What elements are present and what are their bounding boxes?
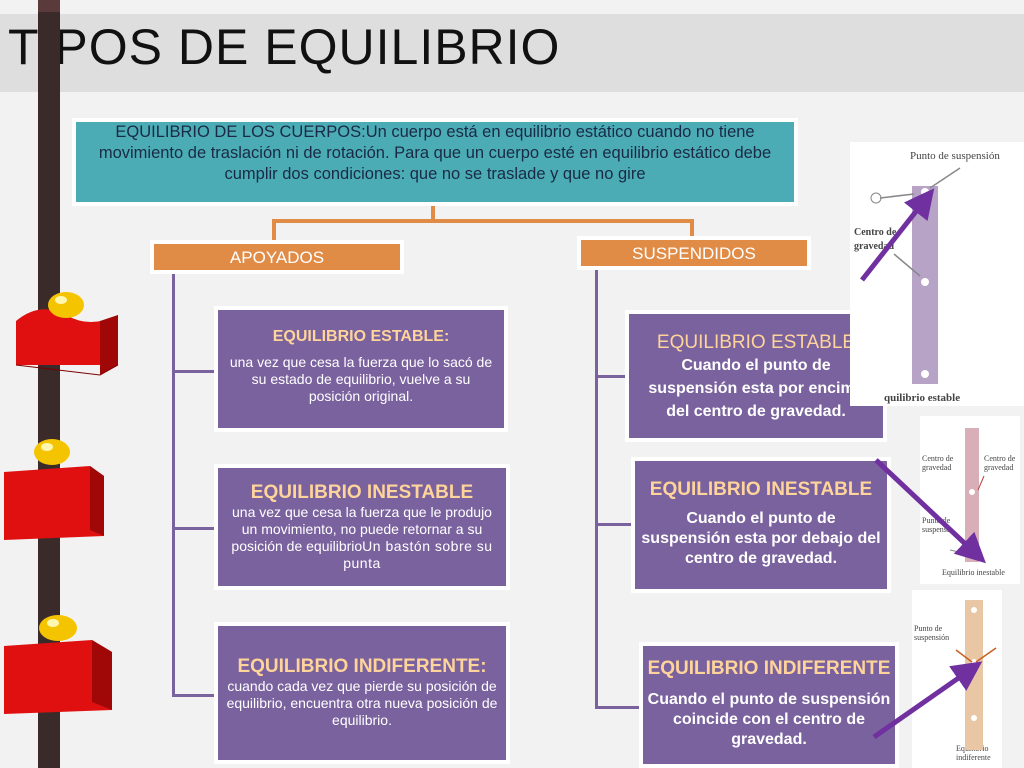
root-node-label: EQUILIBRIO DE LOS CUERPOS: <box>115 123 366 141</box>
title-bar <box>0 14 1024 92</box>
node-heading: EQUILIBRIO ESTABLE <box>656 332 856 353</box>
node-text: una vez que cesa la fuerza que lo sacó d… <box>229 354 493 404</box>
image-indifferent-equilibrium: Punto de suspensión Equilibrio indiferen… <box>912 590 1002 768</box>
node-text: cuando cada vez que pierde su posición d… <box>226 678 498 728</box>
unstable-bar-drawing <box>949 428 985 562</box>
node-suspendidos-indiferente: EQUILIBRIO INDIFERENTE Cuando el punto d… <box>639 642 899 768</box>
node-text: Cuando el punto de suspensión coincide c… <box>647 691 891 748</box>
stable-label-suspension: Punto de suspensión <box>910 150 1000 162</box>
left-branch-1 <box>172 370 216 373</box>
connector-to-apoyados <box>272 219 276 241</box>
connector-to-suspendidos <box>690 219 694 237</box>
category-apoyados: APOYADOS <box>150 240 404 274</box>
node-text-extra: Un bastón sobre su punta <box>343 538 493 571</box>
connector-root-horizontal <box>272 219 694 223</box>
stable-caption: quilibrio estable <box>884 392 961 404</box>
indifferent-cube-illustration <box>4 615 112 714</box>
image-stable-equilibrium: Punto de suspensión Centro de gravedad q… <box>850 142 1024 406</box>
node-apoyados-inestable: EQUILIBRIO INESTABLE una vez que cesa la… <box>214 464 510 590</box>
node-text: Cuando el punto de suspensión esta por d… <box>641 510 881 567</box>
node-apoyados-indiferente: EQUILIBRIO INDIFERENTE: cuando cada vez … <box>214 622 510 764</box>
left-branch-3 <box>172 694 216 697</box>
left-branch-2 <box>172 527 216 530</box>
node-suspendidos-estable: EQUILIBRIO ESTABLE Cuando el punto de su… <box>625 310 887 442</box>
root-node-text: Un cuerpo está en equilibrio estático cu… <box>98 123 772 183</box>
stable-bar-drawing <box>870 167 961 384</box>
node-apoyados-estable: EQUILIBRIO ESTABLE: una vez que cesa la … <box>214 306 508 432</box>
connector-root-down <box>431 206 435 220</box>
unstable-caption: Equilibrio inestable <box>942 568 1005 577</box>
node-heading: EQUILIBRIO INDIFERENTE <box>647 658 891 679</box>
right-tree-trunk <box>595 270 598 708</box>
unstable-label-gravity-right: Centro de gravedad <box>984 454 1016 472</box>
node-suspendidos-inestable: EQUILIBRIO INESTABLE Cuando el punto de … <box>631 457 891 593</box>
node-heading: EQUILIBRIO ESTABLE: <box>272 328 450 345</box>
root-node-equilibrio-de-los-cuerpos: EQUILIBRIO DE LOS CUERPOS:Un cuerpo está… <box>72 118 798 206</box>
right-branch-3 <box>595 706 641 709</box>
indifferent-label-suspension: Punto de suspensión <box>914 624 950 642</box>
unstable-cube-illustration <box>4 439 104 540</box>
stable-cube-illustration <box>15 292 119 376</box>
decorative-pole <box>38 0 60 768</box>
right-branch-1 <box>595 375 627 378</box>
decorative-pole-cap <box>38 0 60 12</box>
node-text: Cuando el punto de suspensión esta por e… <box>648 357 864 420</box>
category-suspendidos: SUSPENDIDOS <box>577 236 811 270</box>
slide-title: TIPOS DE EQUILIBRIO <box>8 19 561 75</box>
left-tree-trunk <box>172 274 175 696</box>
image-unstable-equilibrium: Centro de gravedad Centro de gravedad Pu… <box>920 416 1020 584</box>
node-heading: EQUILIBRIO INESTABLE <box>250 482 474 503</box>
right-branch-2 <box>595 523 631 526</box>
node-heading: EQUILIBRIO INDIFERENTE: <box>237 656 487 677</box>
node-text: una vez que cesa la fuerza que le produj… <box>231 504 492 554</box>
node-heading: EQUILIBRIO INESTABLE <box>649 479 873 500</box>
indifferent-bar-drawing <box>955 600 997 750</box>
